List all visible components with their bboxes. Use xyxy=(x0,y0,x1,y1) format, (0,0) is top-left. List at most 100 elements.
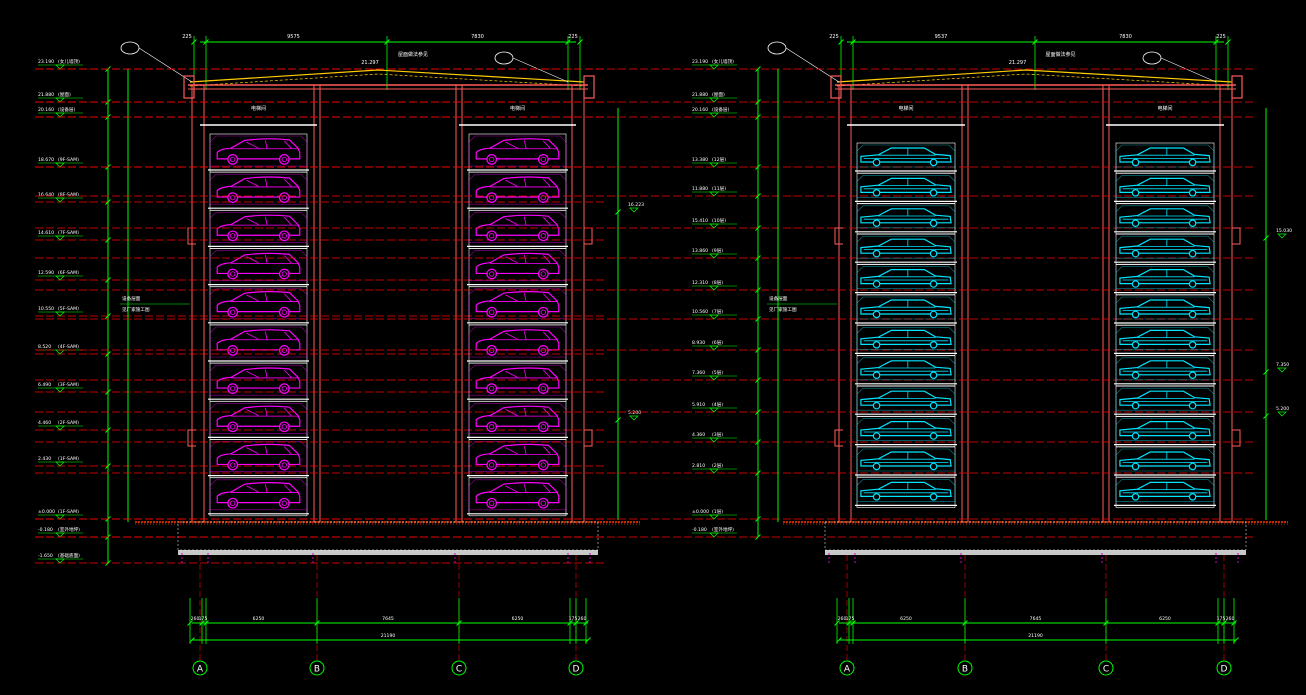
car-frame-9-1 xyxy=(468,479,567,511)
space-label-left: 电梯间 xyxy=(251,105,266,112)
car-body-6-0 xyxy=(216,367,301,389)
roof-elevation-tag: 21.297 xyxy=(1009,60,1027,66)
car-frame-2-0 xyxy=(209,212,308,243)
level-value-12: ±0.000 xyxy=(38,509,55,515)
car-3-0 xyxy=(860,238,952,258)
car-0-1 xyxy=(1119,147,1211,167)
level-value-14: -1.650 xyxy=(38,553,53,559)
car-wheel-rear-10-0 xyxy=(929,462,938,471)
car-wheel-front-8-0 xyxy=(227,459,239,471)
left-dim-tick-7 xyxy=(105,313,111,319)
car-frame-0-0 xyxy=(856,144,956,168)
bottom-dim-value-6: 260 xyxy=(1226,616,1235,622)
level-value-13: 2.810 xyxy=(692,463,705,469)
car-wheel-front-6-0 xyxy=(227,383,239,394)
top-dim-tick-0 xyxy=(191,39,197,45)
car-7-1 xyxy=(475,405,560,433)
overall-dim-value: 21190 xyxy=(381,633,396,639)
car-window-lines-2-1 xyxy=(1122,209,1208,220)
left-dim-tick-14 xyxy=(105,560,111,566)
car-0-0 xyxy=(216,138,301,165)
car-window-lines-2-1 xyxy=(489,216,558,226)
car-wheel-front-7-0 xyxy=(872,371,881,380)
car-frame-6-1 xyxy=(468,364,567,396)
car-8-1 xyxy=(475,443,560,471)
car-body-2-1 xyxy=(475,214,560,236)
car-wheel-rear-8-0 xyxy=(929,401,938,410)
axis-label-b: B xyxy=(962,665,968,675)
level-value-1: 21.880 xyxy=(38,92,54,98)
equipment-note-2: 见厂家施工图 xyxy=(122,306,150,313)
car-hub-rear-3-1 xyxy=(540,271,546,277)
parapet-right xyxy=(1231,75,1243,99)
car-body-1-0 xyxy=(216,176,301,198)
car-11-1 xyxy=(1119,481,1211,501)
car-wheel-rear-3-1 xyxy=(1188,249,1197,258)
axis-label-a: A xyxy=(844,665,851,675)
car-body-3-1 xyxy=(475,252,560,275)
car-window-lines-5-0 xyxy=(230,331,299,341)
car-2-1 xyxy=(475,214,560,242)
right-marker-1 xyxy=(1277,367,1287,373)
car-hub-rear-6-1 xyxy=(540,385,546,392)
axis-bubble-d xyxy=(1216,660,1232,676)
car-body-3-0 xyxy=(860,238,952,254)
right-marker-1 xyxy=(629,415,639,421)
car-wheel-front-10-0 xyxy=(872,462,881,471)
car-window-lines-2-0 xyxy=(230,216,299,226)
car-frame-3-1 xyxy=(468,250,567,281)
car-hub-rear-4-0 xyxy=(281,309,287,315)
level-value-6: 13.860 xyxy=(692,248,708,254)
car-wheel-front-10-1 xyxy=(1131,462,1140,471)
bottom-dim-tick-7 xyxy=(583,620,589,626)
car-hub-rear-3-0 xyxy=(281,271,287,277)
level-note-6: (6F-SAM) xyxy=(58,270,79,276)
car-0-0 xyxy=(860,147,952,167)
car-frame-1-1 xyxy=(468,173,567,205)
car-body-7-0 xyxy=(216,405,301,427)
car-hub-rear-7-0 xyxy=(281,424,287,430)
bottom-dim-tick-7 xyxy=(1231,620,1237,626)
level-value-9: 8.930 xyxy=(692,340,705,346)
car-wheel-rear-0-1 xyxy=(1188,158,1197,167)
car-wheel-front-2-0 xyxy=(227,230,239,242)
axis-bubble-b xyxy=(957,660,973,676)
car-7-0 xyxy=(860,360,952,380)
car-window-lines-0-1 xyxy=(1122,148,1208,159)
car-window-lines-3-1 xyxy=(489,254,558,264)
level-value-12: 4.360 xyxy=(692,432,705,438)
bottom-dim-tick-0 xyxy=(834,620,840,626)
foundation-outline xyxy=(177,521,599,551)
level-value-4: 16.640 xyxy=(38,192,54,198)
car-body-4-0 xyxy=(860,269,952,285)
car-8-0 xyxy=(860,390,952,410)
car-frame-5-0 xyxy=(209,326,308,358)
top-dim-tick-1 xyxy=(203,39,209,45)
car-wheel-front-2-0 xyxy=(872,219,881,228)
car-wheel-front-6-0 xyxy=(872,340,881,349)
car-wheel-rear-1-0 xyxy=(278,192,290,203)
car-1-1 xyxy=(475,176,560,203)
car-wheel-rear-1-1 xyxy=(537,192,549,203)
car-body-0-0 xyxy=(216,138,301,160)
left-dim-tick-6 xyxy=(105,277,111,283)
bottom-dim-tick-1 xyxy=(199,620,205,626)
level-note-11: (1F-SAM) xyxy=(58,456,79,462)
car-window-lines-6-0 xyxy=(863,330,949,342)
level-note-13: (室外地坪) xyxy=(58,526,80,533)
car-wheel-rear-11-1 xyxy=(1188,492,1197,501)
car-window-lines-6-1 xyxy=(1122,330,1208,342)
car-window-lines-10-0 xyxy=(863,452,949,463)
bottom-dim-value-3: 7645 xyxy=(1030,616,1042,622)
car-window-lines-3-0 xyxy=(863,239,949,250)
car-wheel-rear-2-1 xyxy=(1188,219,1197,228)
car-frame-8-0 xyxy=(856,387,956,411)
car-wheel-front-8-0 xyxy=(872,401,881,410)
car-wheel-front-0-0 xyxy=(227,154,239,165)
bottom-dim-value-2: 6250 xyxy=(900,616,912,622)
car-frame-7-1 xyxy=(1115,357,1215,381)
car-9-1 xyxy=(475,482,560,509)
top-dim-value-1: 9537 xyxy=(935,34,948,40)
right-dim-tick-0 xyxy=(1263,235,1269,241)
car-8-0 xyxy=(216,443,301,471)
